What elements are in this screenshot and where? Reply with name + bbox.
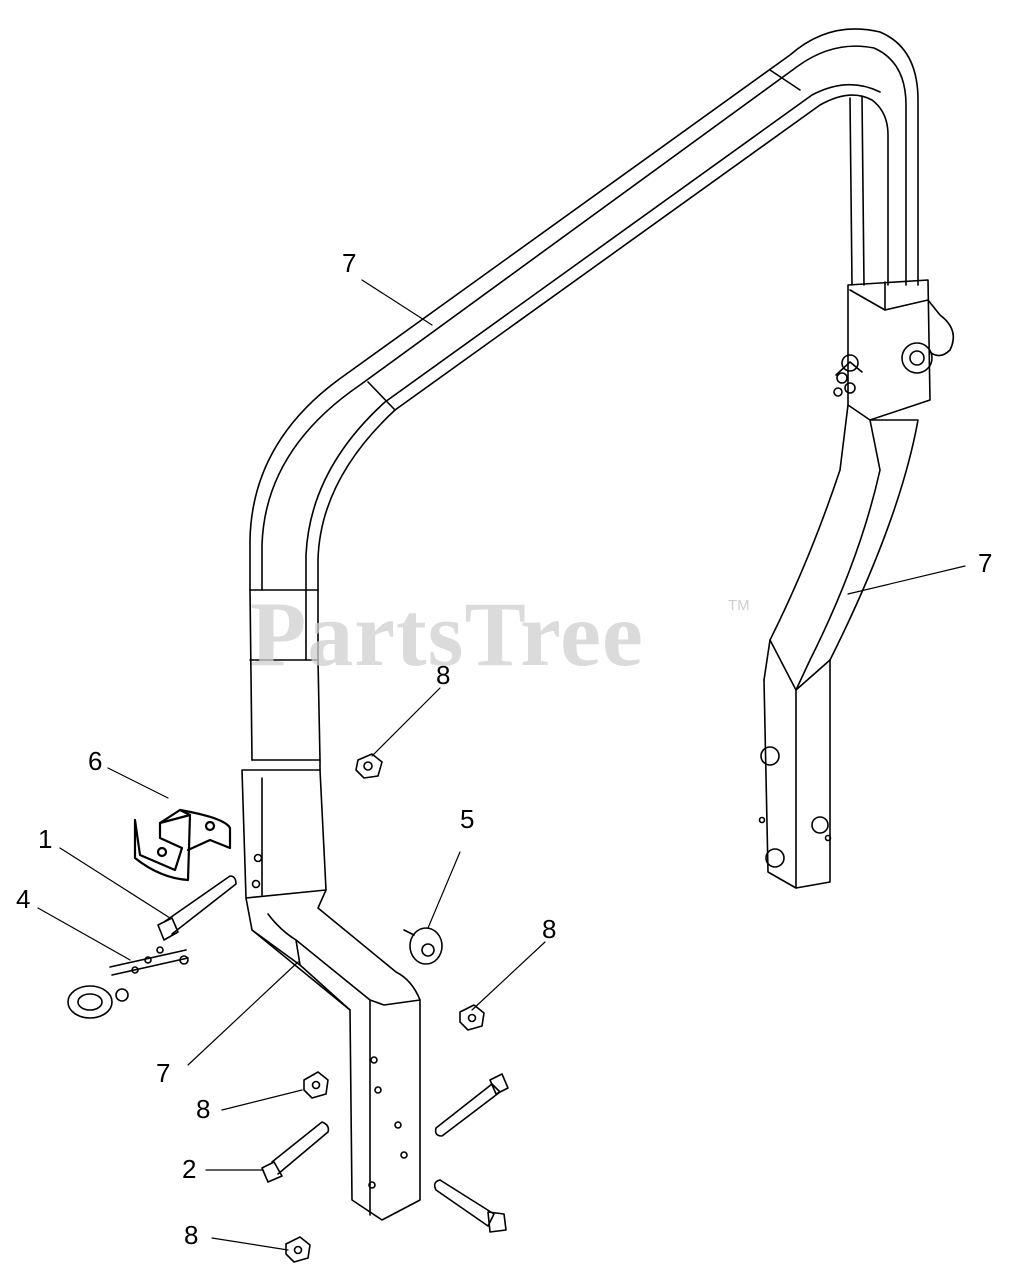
callout-1: 1	[38, 824, 53, 854]
callout-2: 2	[182, 1154, 197, 1184]
trademark-mark: TM	[728, 597, 750, 614]
callout-4: 4	[16, 884, 31, 914]
long-bolt-1	[157, 875, 237, 941]
nut-8-bottom	[285, 1236, 311, 1263]
right-lower-leg	[758, 404, 919, 889]
bolt-right-upper	[434, 1073, 509, 1137]
callout-7-lower: 7	[156, 1058, 171, 1088]
bolt-2-left	[261, 1121, 330, 1183]
callout-7-top: 7	[342, 248, 357, 278]
left-lower-leg	[245, 889, 421, 1221]
callout-8-upper: 8	[436, 660, 451, 690]
nut-8-lower	[303, 1071, 329, 1099]
right-sleeve	[833, 279, 955, 421]
left-upper-tube	[249, 589, 321, 761]
callout-8-bottom: 8	[184, 1220, 199, 1250]
left-sleeve	[241, 759, 327, 899]
upper-hoop	[249, 28, 919, 661]
callout-6: 6	[88, 746, 103, 776]
knob-5	[403, 927, 443, 965]
nut-8-mid	[459, 1004, 485, 1031]
nut-8-upper	[355, 753, 383, 779]
callout-8-lower: 8	[196, 1094, 211, 1124]
callout-5: 5	[460, 804, 475, 834]
callout-8-mid: 8	[542, 914, 557, 944]
clip-bracket	[133, 808, 232, 882]
callout-7-right: 7	[978, 548, 993, 578]
hitch-pin-chain	[67, 946, 189, 1019]
leader-lines	[37, 279, 966, 1251]
bolt-right-lower	[433, 1179, 507, 1233]
